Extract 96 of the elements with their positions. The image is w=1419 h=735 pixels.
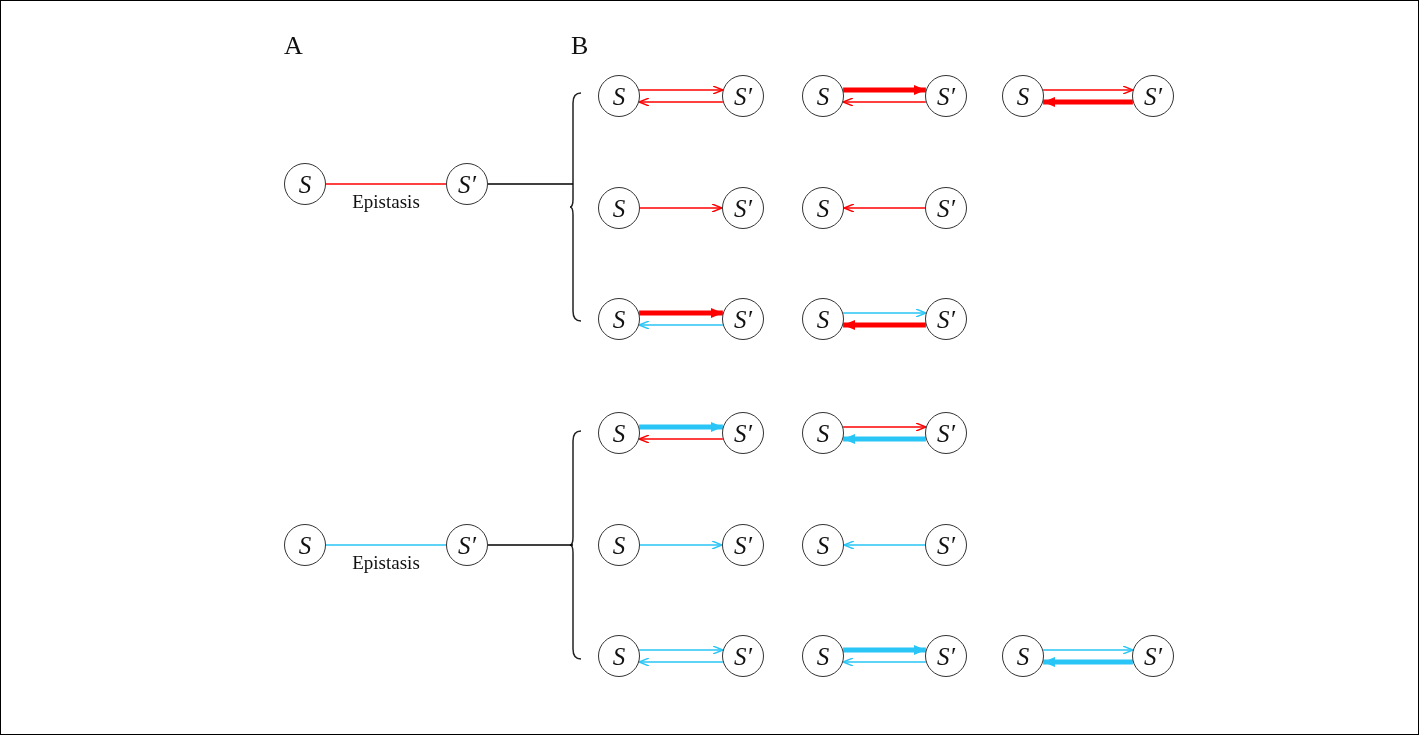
state-circle: [802, 412, 844, 454]
arrow: [843, 85, 926, 95]
connector-line: [325, 183, 447, 185]
arrow: [1042, 85, 1134, 95]
arrow: [1043, 97, 1133, 107]
arrow: [843, 203, 926, 213]
state-label: S: [298, 171, 312, 197]
state-circle: [598, 298, 640, 340]
arrow: [842, 422, 927, 432]
state-circle: [598, 187, 640, 229]
state-circle: [925, 187, 967, 229]
state-label: S: [816, 306, 830, 332]
state-label: S: [816, 420, 830, 446]
state-circle: [925, 75, 967, 117]
state-label: S′: [937, 420, 955, 446]
state-label: S: [816, 83, 830, 109]
arrow: [638, 320, 724, 330]
state-circle: [722, 635, 764, 677]
state-label: S: [612, 195, 626, 221]
arrow: [842, 97, 927, 107]
arrow: [842, 308, 927, 318]
connector-line: [325, 544, 447, 546]
panel-letter: A: [284, 33, 303, 59]
state-label: S′: [734, 420, 752, 446]
state-label: S′: [458, 532, 476, 558]
state-circle: [722, 298, 764, 340]
state-circle: [802, 635, 844, 677]
state-label: S: [612, 306, 626, 332]
state-circle: [722, 75, 764, 117]
state-circle: [598, 412, 640, 454]
arrow: [638, 85, 724, 95]
state-circle: [925, 298, 967, 340]
state-circle: [598, 635, 640, 677]
state-circle: [1132, 75, 1174, 117]
state-label: S′: [734, 83, 752, 109]
state-circle: [284, 163, 326, 205]
arrow: [639, 203, 723, 213]
state-circle: [722, 187, 764, 229]
arrow: [1043, 657, 1133, 667]
state-circle: [446, 524, 488, 566]
arrow: [638, 657, 724, 667]
arrow: [1042, 645, 1134, 655]
state-label: S′: [458, 171, 476, 197]
state-label: S′: [734, 195, 752, 221]
edge-label: Epistasis: [350, 553, 422, 574]
state-label: S′: [734, 643, 752, 669]
state-circle: [925, 635, 967, 677]
state-label: S′: [937, 83, 955, 109]
connector-line: [487, 183, 574, 185]
state-circle: [598, 75, 640, 117]
state-label: S: [1016, 643, 1030, 669]
state-label: S′: [1144, 643, 1162, 669]
arrow: [638, 434, 724, 444]
state-circle: [802, 75, 844, 117]
state-label: S′: [734, 532, 752, 558]
arrow: [639, 308, 723, 318]
state-label: S: [1016, 83, 1030, 109]
state-circle: [925, 524, 967, 566]
state-label: S: [816, 643, 830, 669]
connector-line: [487, 544, 574, 546]
state-label: S: [612, 83, 626, 109]
state-label: S′: [1144, 83, 1162, 109]
state-label: S: [612, 420, 626, 446]
arrow: [638, 645, 724, 655]
state-circle: [722, 524, 764, 566]
state-label: S′: [937, 306, 955, 332]
state-circle: [1002, 635, 1044, 677]
arrow: [842, 657, 927, 667]
arrow: [843, 540, 926, 550]
state-circle: [598, 524, 640, 566]
arrow: [639, 422, 723, 432]
state-label: S: [298, 532, 312, 558]
state-circle: [722, 412, 764, 454]
state-circle: [802, 187, 844, 229]
state-label: S′: [937, 643, 955, 669]
state-circle: [1002, 75, 1044, 117]
state-label: S′: [734, 306, 752, 332]
state-circle: [1132, 635, 1174, 677]
edge-label: Epistasis: [350, 192, 422, 213]
state-label: S: [816, 195, 830, 221]
arrow: [639, 540, 723, 550]
state-label: S: [612, 643, 626, 669]
panel-letter: B: [571, 33, 589, 59]
arrow: [638, 97, 724, 107]
state-circle: [284, 524, 326, 566]
state-label: S: [816, 532, 830, 558]
state-circle: [925, 412, 967, 454]
state-label: S: [612, 532, 626, 558]
state-circle: [802, 298, 844, 340]
state-label: S′: [937, 195, 955, 221]
arrow: [843, 434, 926, 444]
state-circle: [802, 524, 844, 566]
state-circle: [446, 163, 488, 205]
state-label: S′: [937, 532, 955, 558]
arrow: [843, 320, 926, 330]
arrow: [843, 645, 926, 655]
